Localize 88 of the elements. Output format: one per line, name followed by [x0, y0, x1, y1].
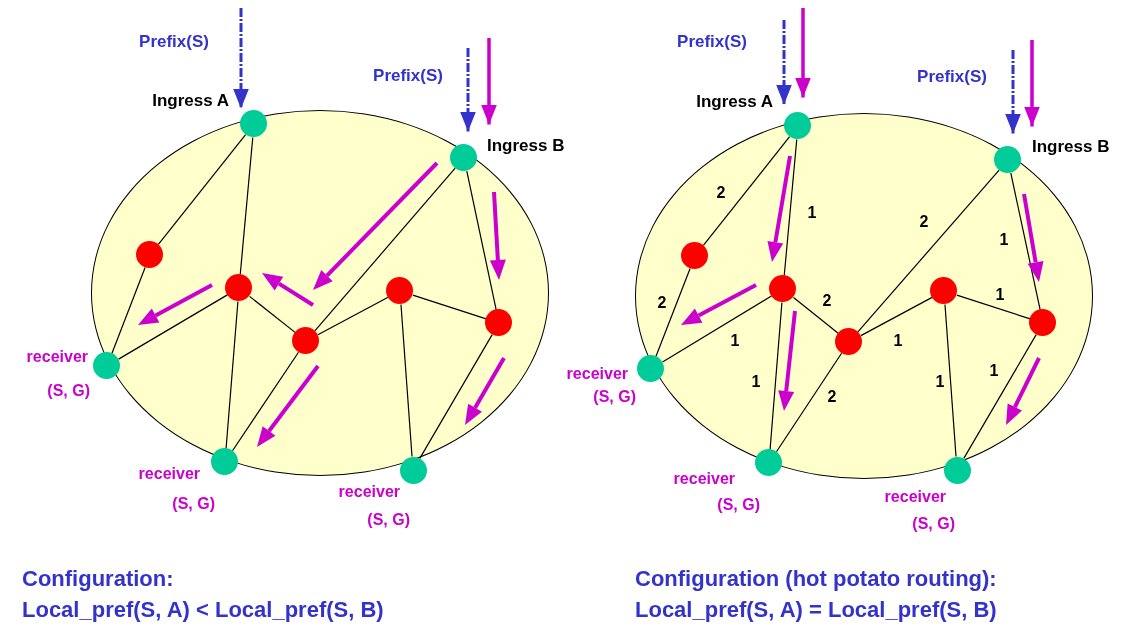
link-line: [860, 296, 933, 337]
link-line: [225, 300, 239, 450]
core-router-node: [225, 274, 253, 302]
incoming-arrow: [1024, 40, 1040, 127]
link-line: [956, 294, 1031, 320]
configuration-heading: Configuration:: [22, 566, 174, 592]
edge-router-node: [994, 146, 1022, 174]
link-weight-label: 1: [807, 204, 817, 222]
link-weight-label: 1: [995, 286, 1005, 304]
incoming-arrow: [1005, 50, 1021, 134]
link-line: [661, 295, 773, 363]
core-router-node: [1029, 309, 1057, 337]
link-line: [231, 351, 300, 452]
ingress-label: Ingress A: [696, 92, 773, 112]
link-line: [111, 267, 146, 354]
link-weight-label: 2: [827, 388, 837, 406]
link-line: [419, 334, 493, 459]
edge-router-node: [784, 112, 812, 140]
configuration-rule: Local_pref(S, A) < Local_pref(S, B): [22, 597, 384, 623]
link-weight-label: 2: [919, 213, 929, 231]
incoming-arrow: [481, 38, 497, 125]
ingress-label: Ingress B: [487, 136, 565, 156]
edge-router-node: [450, 144, 478, 172]
link-line: [1010, 172, 1041, 311]
prefix-label: Prefix(S): [373, 66, 443, 86]
prefix-label: Prefix(S): [917, 67, 987, 87]
receiver-label: receiver: [138, 465, 200, 483]
incoming-arrow: [776, 20, 792, 105]
link-line: [314, 167, 456, 332]
link-line: [792, 296, 840, 335]
incoming-arrow: [460, 48, 476, 132]
receiver-label: receiver: [884, 488, 946, 506]
core-router-node: [769, 275, 797, 303]
link-line: [249, 295, 296, 334]
link-line: [783, 138, 798, 277]
receiver-label: (S, G): [367, 511, 410, 529]
link-line: [157, 133, 247, 246]
link-line: [775, 352, 843, 453]
link-line: [944, 303, 957, 458]
receiver-label: (S, G): [172, 495, 215, 513]
ingress-label: Ingress B: [1032, 137, 1110, 157]
edge-router-node: [240, 110, 268, 138]
prefix-label: Prefix(S): [677, 32, 747, 52]
link-line: [655, 267, 691, 358]
core-router-node: [930, 277, 958, 305]
link-line: [702, 136, 791, 246]
link-line: [412, 294, 487, 320]
core-router-node: [485, 309, 513, 337]
incoming-arrow: [795, 8, 811, 98]
receiver-label: receiver: [26, 348, 88, 366]
link-weight-label: 2: [657, 294, 667, 312]
link-line: [118, 294, 228, 360]
configuration-heading: Configuration (hot potato routing):: [635, 566, 997, 592]
ingress-label: Ingress A: [152, 91, 229, 111]
configuration-rule: Local_pref(S, A) = Local_pref(S, B): [635, 597, 997, 623]
link-weight-label: 2: [716, 184, 726, 202]
link-line: [963, 334, 1037, 459]
core-router-node: [136, 241, 164, 269]
link-line: [400, 303, 413, 458]
link-line: [466, 170, 497, 311]
core-router-node: [681, 242, 709, 270]
link-line: [769, 301, 783, 451]
link-weight-label: 2: [822, 292, 832, 310]
link-weight-label: 1: [935, 373, 945, 391]
link-weight-label: 1: [989, 362, 999, 380]
receiver-label: receiver: [673, 470, 735, 488]
edge-router-node: [637, 355, 665, 383]
link-weight-label: 1: [999, 231, 1009, 249]
edge-router-node: [211, 448, 239, 476]
edge-router-node: [755, 449, 783, 477]
edge-router-node: [93, 352, 121, 380]
link-weight-label: 1: [893, 332, 903, 350]
receiver-label: receiver: [338, 483, 400, 501]
receiver-label: (S, G): [47, 382, 90, 400]
receiver-label: receiver: [566, 365, 628, 383]
link-weight-label: 1: [751, 373, 761, 391]
core-router-node: [835, 328, 863, 356]
link-line: [239, 136, 254, 276]
core-router-node: [292, 327, 320, 355]
incoming-arrow: [233, 8, 249, 109]
receiver-label: (S, G): [717, 496, 760, 514]
receiver-label: (S, G): [593, 388, 636, 406]
link-line: [317, 296, 389, 336]
core-router-node: [386, 277, 414, 305]
prefix-label: Prefix(S): [139, 32, 209, 52]
link-line: [857, 169, 1000, 333]
receiver-label: (S, G): [912, 515, 955, 533]
link-weight-label: 1: [730, 332, 740, 350]
